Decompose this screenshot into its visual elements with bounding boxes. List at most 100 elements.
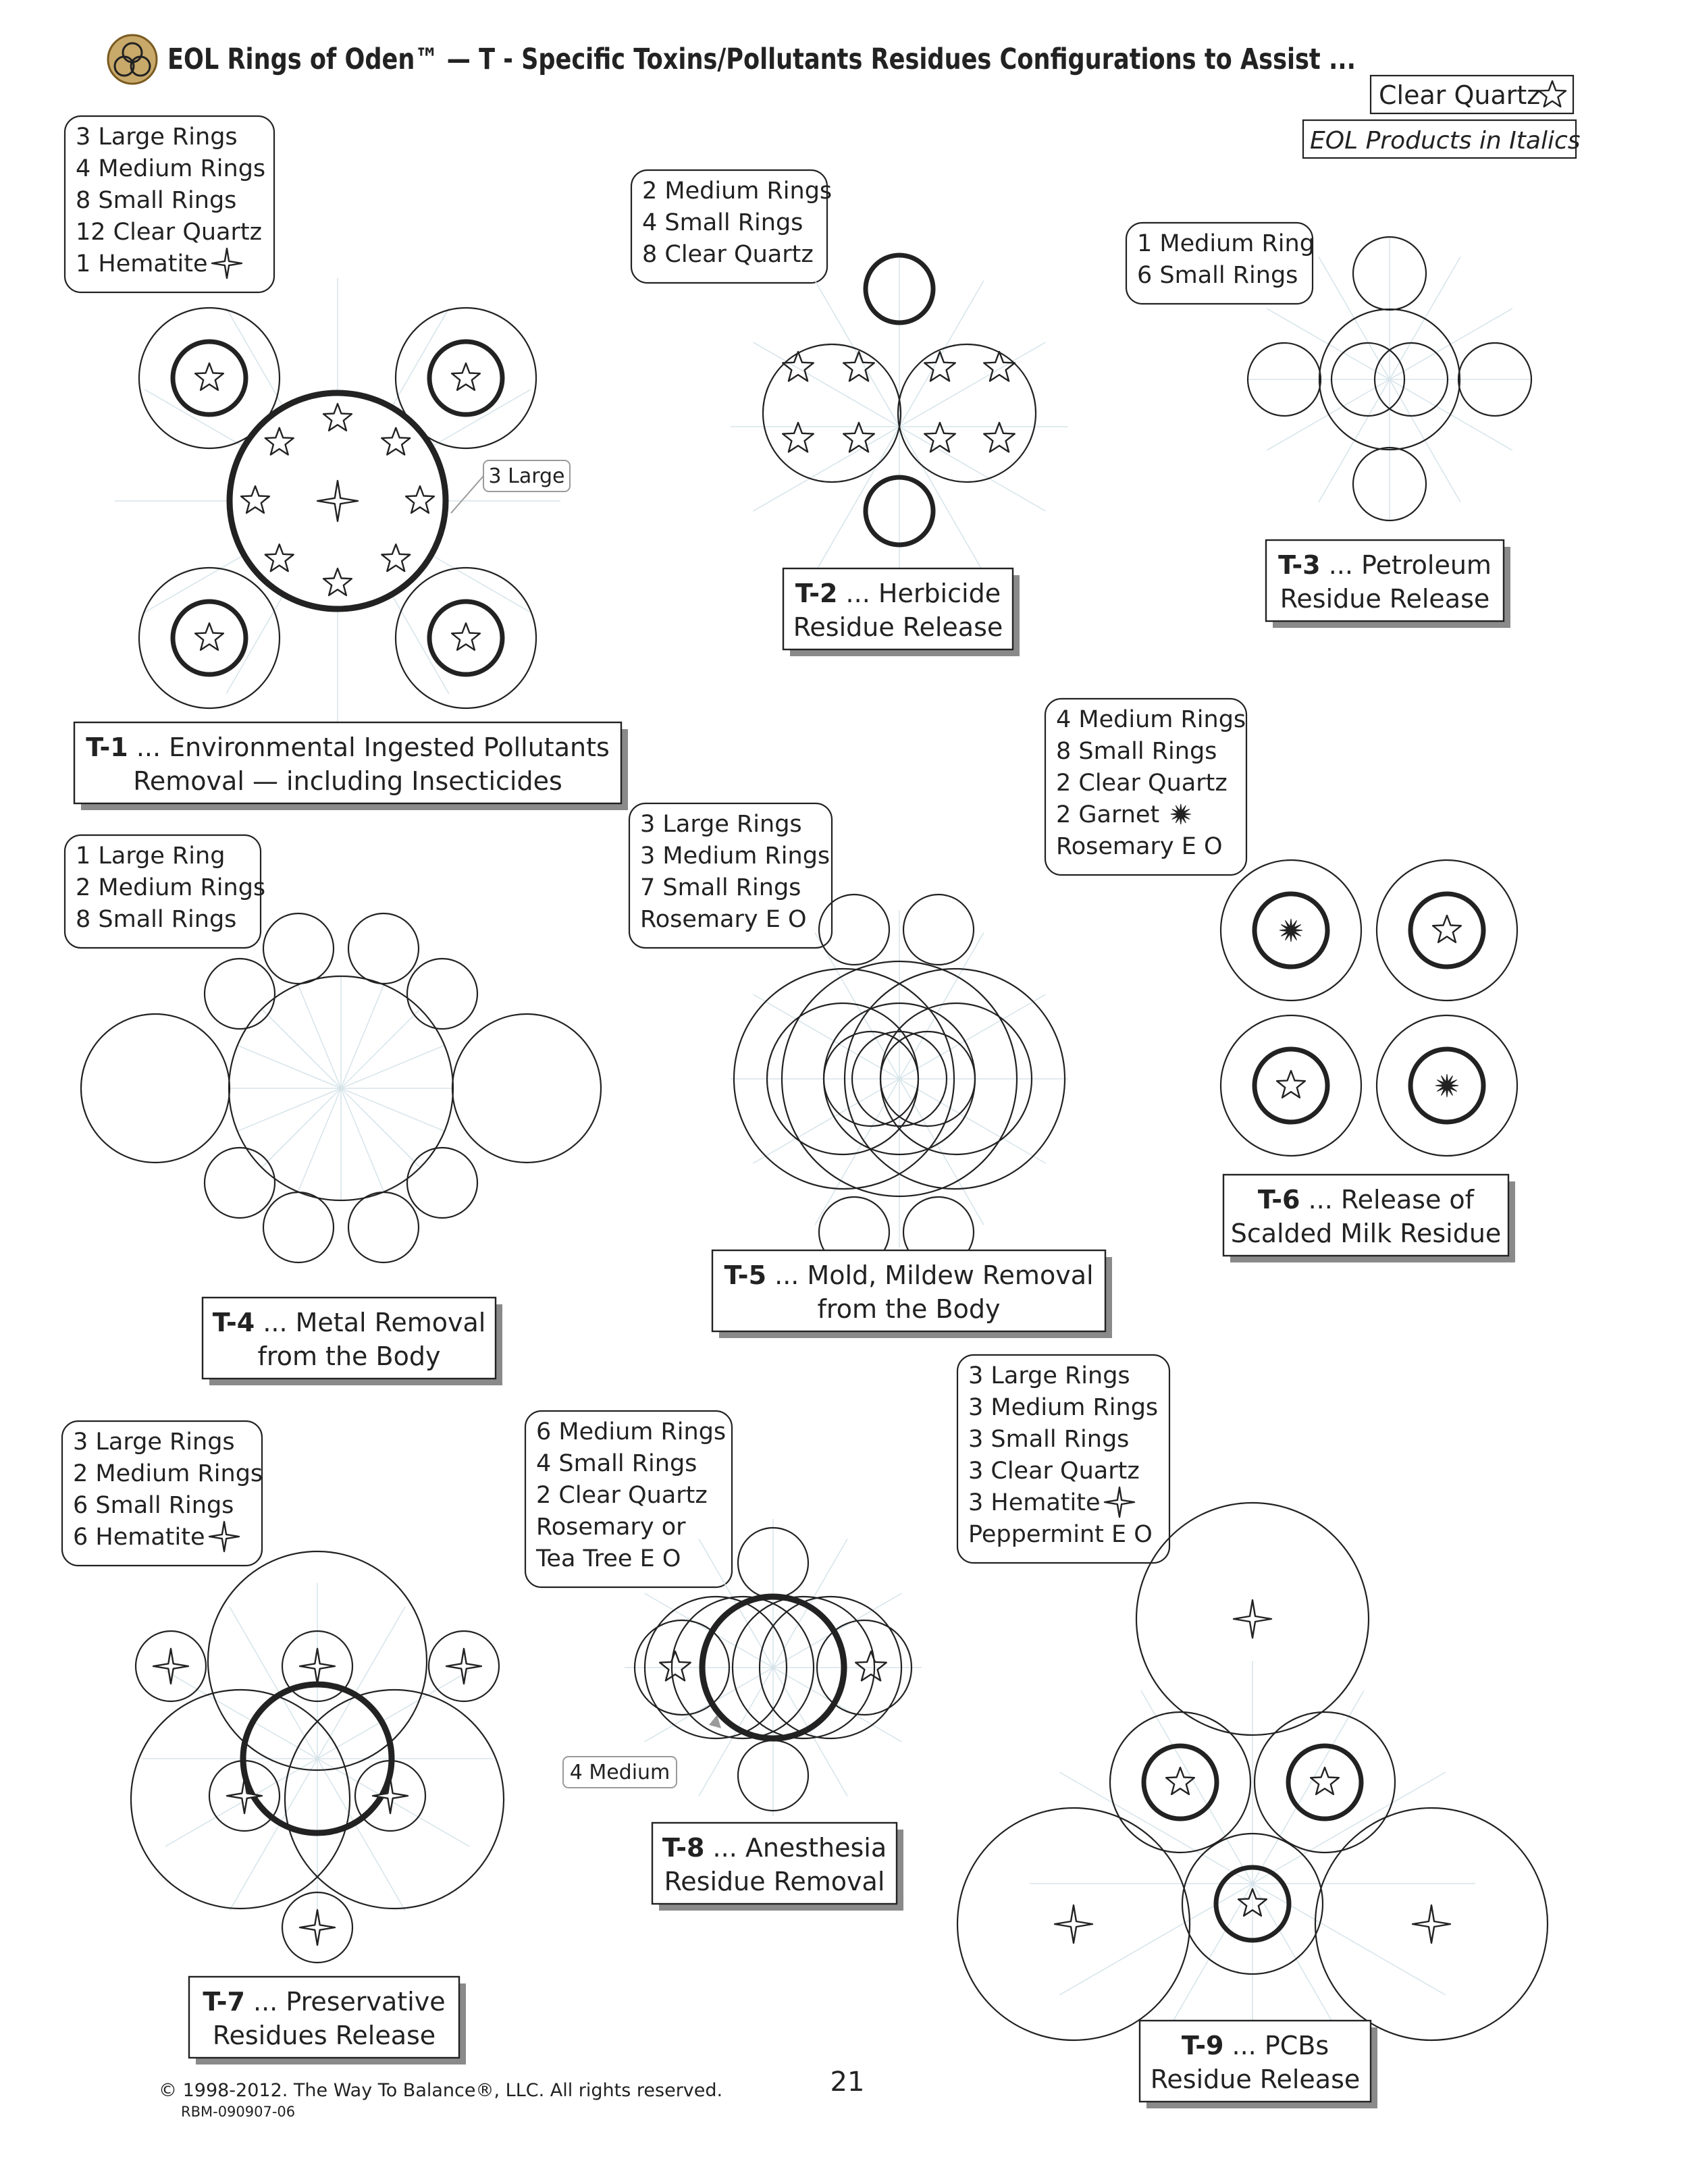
four-point-star-icon (445, 1647, 483, 1685)
materials-box (63, 834, 262, 949)
config-code: T-3 (1278, 550, 1321, 580)
small-ring (281, 1891, 354, 1964)
guide-line (1252, 1690, 1365, 1884)
star-outline-icon (983, 421, 1016, 453)
config-title: ... Environmental Ingested Pollutants (128, 733, 610, 762)
title-line-1: T-7 ... Preservative (203, 1987, 445, 2017)
materials-item: 1 Large Ring (76, 843, 225, 870)
small-ring (170, 599, 248, 677)
small-ring (262, 1191, 335, 1264)
small-ring (170, 339, 248, 417)
star-outline-icon (240, 485, 271, 514)
materials-item: 2 Clear Quartz (536, 1482, 708, 1509)
footer: © 1998-2012. The Way To Balance®, LLC. A… (159, 2067, 864, 2120)
materials-item: 8 Small Rings (1056, 738, 1217, 765)
title-line-1: T-3 ... Petroleum (1278, 550, 1492, 580)
materials-item: 7 Small Rings (640, 874, 801, 901)
guide-line (1059, 1883, 1253, 1996)
materials-item: 2 Medium Rings (76, 874, 265, 901)
medium-ring (1109, 1711, 1252, 1854)
copyright-text: © 1998-2012. The Way To Balance®, LLC. A… (159, 2080, 722, 2101)
materials-box (524, 1410, 733, 1589)
four-point-star-icon (1411, 1904, 1452, 1944)
guide-line (340, 985, 384, 1089)
materials-item: 8 Clear Quartz (642, 241, 814, 268)
config-code: T-5 (724, 1260, 766, 1290)
note-label: 4 Medium (570, 1761, 670, 1784)
title-box (711, 1249, 1107, 1333)
four-point-star-icon (1232, 1599, 1273, 1639)
medium-ring (1219, 1014, 1363, 1157)
page-title: EOL Rings of Oden™ — T - Specific Toxins… (167, 43, 1356, 76)
star-outline-icon (1275, 1069, 1307, 1098)
medium-ring (138, 307, 281, 450)
large-ring (733, 967, 955, 1190)
small-ring (1408, 1046, 1486, 1125)
guide-line (340, 1088, 421, 1168)
materials-item: 3 Large Rings (640, 811, 802, 838)
guide-line (772, 1667, 902, 1742)
large-ring (897, 343, 1037, 483)
four-point-star-icon (208, 1520, 240, 1553)
guide-line (899, 426, 1046, 512)
small-ring (427, 339, 505, 417)
title-line-1: T-6 ... Release of (1258, 1185, 1475, 1215)
title-line-1: T-9 ... PCBs (1182, 2031, 1329, 2060)
materials-item: 2 Medium Rings (642, 178, 832, 205)
title-line-2: Residue Removal (664, 1867, 885, 1896)
title-line-2: from the Body (818, 1294, 1001, 1324)
materials-item: 6 Medium Rings (536, 1418, 726, 1445)
materials-item: 4 Medium Rings (76, 155, 265, 182)
config-title: ... PCBs (1223, 2031, 1329, 2060)
guide-line (644, 1667, 774, 1742)
small-ring (633, 1619, 731, 1716)
materials-box (63, 115, 275, 294)
small-ring (1246, 342, 1322, 417)
medium-ring (1375, 1014, 1519, 1157)
guide-line (261, 1088, 342, 1168)
four-point-star-icon (1103, 1486, 1136, 1518)
medium-ring (138, 566, 281, 710)
small-ring (818, 893, 891, 966)
guide-line (753, 994, 900, 1080)
config-code: T-4 (213, 1308, 255, 1337)
title-box (73, 721, 623, 805)
config-code: T-7 (203, 1987, 245, 2017)
config-title: ... Anesthesia (704, 1833, 887, 1863)
materials-item: Rosemary E O (640, 906, 807, 933)
guide-line (238, 1088, 342, 1131)
config-title: ... Metal Removal (255, 1308, 485, 1337)
star-outline-icon (924, 421, 956, 453)
guide-line (317, 1758, 470, 1847)
materials-item: 3 Large Rings (73, 1429, 235, 1456)
guide-line (229, 1606, 318, 1759)
star-outline-icon (1431, 914, 1462, 943)
large-ring (956, 1807, 1191, 2042)
materials-box (1044, 697, 1248, 876)
guide-line (238, 1045, 342, 1089)
guide-line (317, 1758, 406, 1911)
medium-ring (80, 1013, 231, 1164)
page-number: 21 (830, 2067, 865, 2098)
small-ring (406, 1146, 479, 1219)
small-ring (851, 1030, 948, 1127)
small-ring (203, 957, 276, 1030)
title-line-2: Residue Release (793, 612, 1003, 642)
note-pointer (450, 475, 484, 514)
title-line-2: Residues Release (213, 2021, 436, 2050)
title-box (782, 567, 1014, 651)
star-outline-icon (322, 402, 353, 431)
legend-products: EOL Products in Italics (1310, 127, 1581, 155)
header: EOL Rings of Oden™ — T - Specific Toxins… (107, 34, 1581, 159)
note-label: 3 Large (488, 464, 564, 488)
large-ring (1314, 1807, 1549, 2042)
guide-line (165, 1758, 318, 1847)
guide-line (1252, 1772, 1446, 1884)
large-ring (762, 343, 902, 483)
materials-box (630, 169, 828, 284)
small-ring (347, 1191, 420, 1264)
guide-line (698, 1539, 774, 1668)
star-outline-icon (659, 1650, 691, 1682)
